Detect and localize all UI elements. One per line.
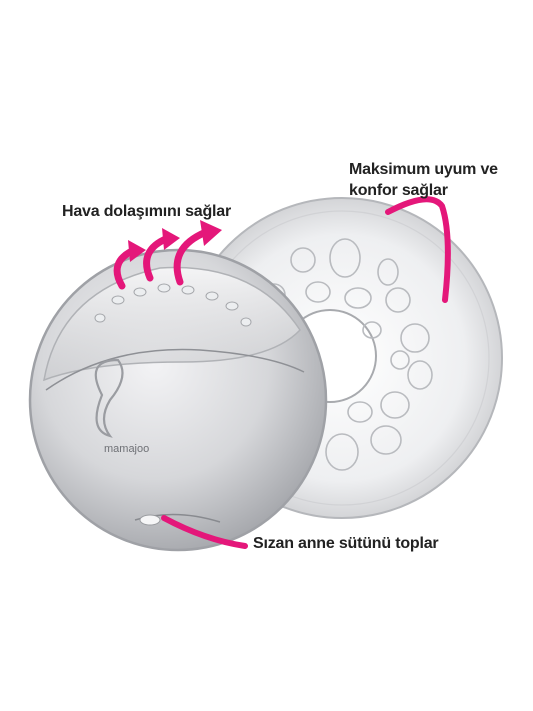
nursing-shell [28,248,328,552]
callout-air-circulation: Hava dolaşımını sağlar [62,203,232,220]
callout-comfort-line2: konfor sağlar [349,182,448,199]
shell-air-holes [94,283,252,327]
callout-comfort: Maksimum uyum ve konfor sağlar [349,159,498,201]
brand-logo: mamajoo [104,443,149,455]
callout-comfort-line1: Maksimum uyum ve [349,161,498,178]
comfort-swoosh [385,196,451,303]
arrow-heads [128,220,222,262]
collect-swoosh [161,515,248,549]
callout-collect-milk: Sızan anne sütünü toplar [253,535,439,552]
